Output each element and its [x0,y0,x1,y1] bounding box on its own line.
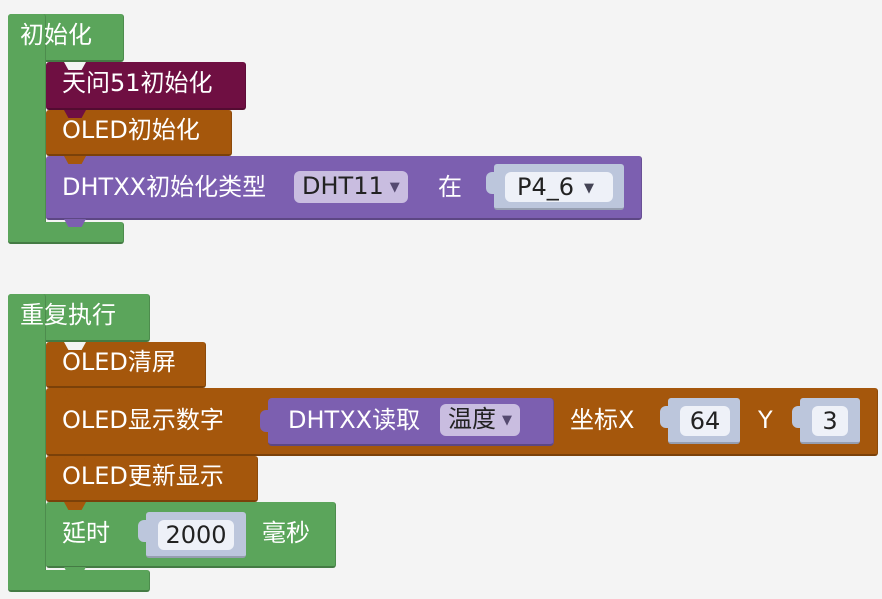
dht-type-dropdown[interactable]: DHT11 ▼ [294,171,408,203]
plug-connector [660,406,670,428]
read-type-value: 温度 [448,405,496,433]
dropdown-arrow-icon: ▼ [584,181,595,196]
plug-connector [260,410,270,432]
tab [64,388,86,396]
dht-init-label: DHTXX初始化类型 [62,173,267,201]
y-value-input[interactable]: 3 [812,406,848,436]
tab [64,456,86,464]
delay-value-input[interactable]: 2000 [158,520,234,550]
pin-dropdown[interactable]: P4_6 ▼ [505,172,613,202]
delay-unit-label: 毫秒 [262,519,310,547]
tab [64,567,86,575]
plug-connector [792,406,802,428]
plug-connector [138,520,148,542]
tab [64,502,86,510]
plug-connector [486,172,496,194]
loop-block-footer [8,570,150,592]
init-block-label: 初始化 [20,21,92,49]
tab [64,219,86,227]
oled-refresh-label: OLED更新显示 [62,462,224,490]
read-type-dropdown[interactable]: 温度 ▼ [440,404,520,436]
x-coord-label: 坐标X [570,406,635,434]
tianwen-init-block[interactable] [46,62,246,110]
dht-at-label: 在 [438,173,462,201]
init-block-spine [8,14,46,244]
oled-clear-label: OLED清屏 [62,348,176,376]
dht-read-label: DHTXX读取 [288,406,421,434]
tianwen-init-label: 天问51初始化 [62,69,213,97]
tab [64,110,86,118]
y-coord-label: Y [758,406,773,434]
loop-block-spine [8,294,46,590]
init-block-footer [8,222,124,244]
notch [64,62,86,70]
dht-type-value: DHT11 [302,172,384,200]
pin-value: P4_6 [517,173,575,201]
loop-block-label: 重复执行 [20,301,116,329]
tab [64,156,86,164]
dropdown-arrow-icon: ▼ [502,413,512,428]
notch [64,342,86,350]
x-value-input[interactable]: 64 [680,406,730,436]
delay-label: 延时 [62,519,110,547]
oled-show-number-label: OLED显示数字 [62,406,224,434]
dropdown-arrow-icon: ▼ [389,180,400,195]
oled-init-label: OLED初始化 [62,116,200,144]
